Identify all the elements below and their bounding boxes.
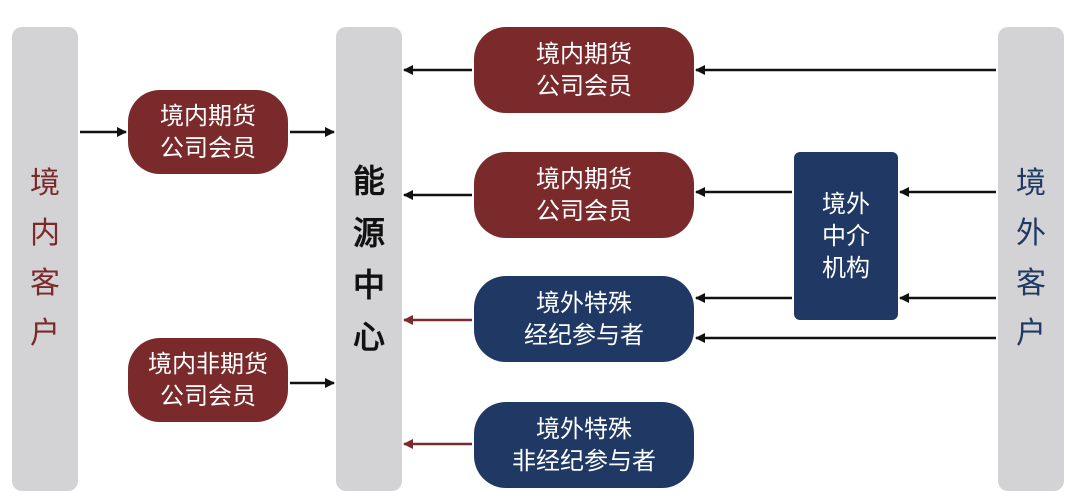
overseas-clients-label: 境 外 客 户 — [1016, 166, 1046, 351]
energy-center-label: 能 源 中 心 — [352, 162, 385, 356]
overseas-special-non-broker: 境外特殊 非经纪参与者 — [474, 402, 694, 488]
overseas-intermediary-box: 境外 中介 机构 — [794, 152, 898, 320]
domestic-futures-member-mid: 境内期货 公司会员 — [474, 152, 694, 238]
overseas-clients-bar: 境 外 客 户 — [998, 27, 1064, 491]
domestic-clients-bar: 境 内 客 户 — [12, 27, 78, 491]
domestic-futures-member-left: 境内期货 公司会员 — [128, 90, 288, 174]
energy-center-bar: 能 源 中 心 — [336, 27, 402, 491]
overseas-special-broker: 境外特殊 经纪参与者 — [474, 276, 694, 362]
domestic-futures-member-top: 境内期货 公司会员 — [474, 27, 694, 113]
domestic-clients-label: 境 内 客 户 — [30, 166, 60, 351]
domestic-non-futures-member: 境内非期货 公司会员 — [128, 338, 288, 422]
